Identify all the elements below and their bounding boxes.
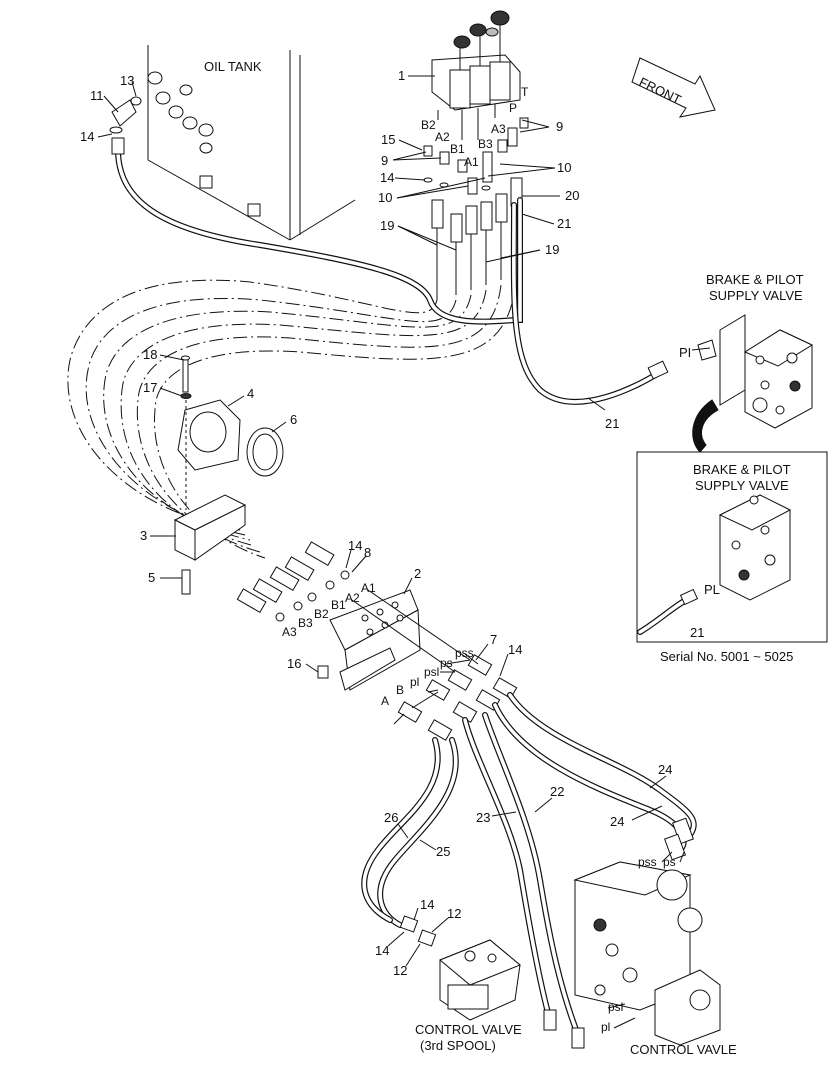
part-number-15: 15 bbox=[381, 132, 395, 147]
port-mid-B1: B1 bbox=[331, 598, 346, 612]
part-number-2: 2 bbox=[414, 566, 421, 581]
part-number-25: 25 bbox=[436, 844, 450, 859]
port-cv-ps: ps bbox=[663, 855, 676, 869]
inset-caption-1: BRAKE & PILOT bbox=[693, 462, 791, 477]
oil-tank-caption: OIL TANK bbox=[204, 59, 262, 74]
part-number-19a: 19 bbox=[380, 218, 394, 233]
plate-fittings bbox=[397, 654, 518, 741]
leader-lines bbox=[97, 75, 711, 1029]
port-pl: pl bbox=[410, 675, 419, 689]
mounting-bracket bbox=[177, 399, 284, 477]
part-number-9a: 9 bbox=[556, 119, 563, 134]
part-number-9b: 9 bbox=[381, 153, 388, 168]
part-number-21a: 21 bbox=[557, 216, 571, 231]
part-number-labels: 1 2 3 4 5 6 7 8 9 9 10 10 11 12 12 13 14… bbox=[80, 68, 672, 978]
port-top-B1: B1 bbox=[450, 142, 465, 156]
block-fittings bbox=[236, 541, 350, 622]
port-pss: pss bbox=[455, 646, 474, 660]
part-number-13: 13 bbox=[120, 73, 134, 88]
dashed-pilot-lines bbox=[67, 279, 517, 559]
part-number-16: 16 bbox=[287, 656, 301, 671]
port-PI: PI bbox=[679, 345, 691, 360]
bolt-18-washer-17 bbox=[180, 355, 192, 510]
part-number-11: 11 bbox=[90, 88, 104, 103]
port-top-P: P bbox=[509, 101, 517, 115]
port-top-A1: A1 bbox=[464, 155, 479, 169]
part-number-20: 20 bbox=[565, 188, 579, 203]
brake-pilot-supply-valve: BRAKE & PILOT SUPPLY VALVE bbox=[706, 272, 814, 429]
part-number-14c: 14 bbox=[348, 538, 362, 553]
part-number-14e: 14 bbox=[420, 897, 434, 912]
part-number-23: 23 bbox=[476, 810, 490, 825]
cv3-caption-1: CONTROL VALVE bbox=[415, 1022, 522, 1037]
port-top-A3: A3 bbox=[491, 122, 506, 136]
port-cv-psl: psl bbox=[608, 1000, 623, 1014]
part-number-14a: 14 bbox=[80, 129, 94, 144]
part-number-4: 4 bbox=[247, 386, 254, 401]
part-number-24a: 24 bbox=[658, 762, 672, 777]
part-number-7: 7 bbox=[490, 632, 497, 647]
port-label-PL: PL bbox=[704, 582, 720, 597]
part-number-21b: 21 bbox=[605, 416, 619, 431]
port-mid-A2: A2 bbox=[345, 591, 360, 605]
inset-pointer-arrow bbox=[692, 399, 719, 453]
part-number-22: 22 bbox=[550, 784, 564, 799]
control-valve-3rd-spool: CONTROL VALVE (3rd SPOOL) bbox=[399, 915, 522, 1053]
part-number-14d: 14 bbox=[508, 642, 522, 657]
part-number-21c: 21 bbox=[690, 625, 704, 640]
port-top-A2: A2 bbox=[435, 130, 450, 144]
port-cv-pss: pss bbox=[638, 855, 657, 869]
brake-valve-caption-2: SUPPLY VALVE bbox=[709, 288, 803, 303]
part-number-19b: 19 bbox=[545, 242, 559, 257]
front-arrow-icon: FRONT bbox=[631, 57, 716, 118]
part-number-12b: 12 bbox=[393, 963, 407, 978]
part-number-5: 5 bbox=[148, 570, 155, 585]
junction-block bbox=[173, 494, 247, 595]
part-number-14f: 14 bbox=[375, 943, 389, 958]
port-ps: ps bbox=[440, 656, 453, 670]
part-number-24b: 24 bbox=[610, 814, 624, 829]
main-control-valve: CONTROL VAVLE bbox=[573, 861, 737, 1057]
part-number-18: 18 bbox=[143, 347, 157, 362]
port-A: A bbox=[381, 694, 389, 708]
part-number-14b: 14 bbox=[380, 170, 394, 185]
tank-return-hose bbox=[109, 96, 523, 325]
port-labels: B2 A2 B1 A1 B3 A3 P T A1 A2 B1 B2 B3 A3 … bbox=[282, 85, 691, 1034]
control-valve-hoses bbox=[361, 692, 697, 1049]
pilot-control-valve bbox=[431, 10, 521, 140]
serial-inset-panel: BRAKE & PILOT SUPPLY VALVE PL 21 Serial … bbox=[636, 451, 828, 664]
part-number-8: 8 bbox=[364, 545, 371, 560]
part-number-6: 6 bbox=[290, 412, 297, 427]
part-number-10b: 10 bbox=[378, 190, 392, 205]
pilot-hose-stubs bbox=[431, 177, 523, 300]
inset-caption-2: SUPPLY VALVE bbox=[695, 478, 789, 493]
cv-caption: CONTROL VAVLE bbox=[630, 1042, 737, 1057]
part-number-26: 26 bbox=[384, 810, 398, 825]
brake-valve-caption-1: BRAKE & PILOT bbox=[706, 272, 804, 287]
port-B: B bbox=[396, 683, 404, 697]
port-top-T: T bbox=[521, 85, 529, 99]
serial-caption: Serial No. 5001 ~ 5025 bbox=[660, 649, 793, 664]
port-top-B2: B2 bbox=[421, 118, 436, 132]
part-number-17: 17 bbox=[143, 380, 157, 395]
oil-tank: OIL TANK bbox=[147, 45, 356, 241]
port-mid-B3: B3 bbox=[298, 616, 313, 630]
port-mid-A3: A3 bbox=[282, 625, 297, 639]
port-cv-pl: pl bbox=[601, 1020, 610, 1034]
cv3-caption-2: (3rd SPOOL) bbox=[420, 1038, 496, 1053]
part-number-3: 3 bbox=[140, 528, 147, 543]
part-number-10a: 10 bbox=[557, 160, 571, 175]
part-number-1: 1 bbox=[398, 68, 405, 83]
port-top-B3: B3 bbox=[478, 137, 493, 151]
port-mid-B2: B2 bbox=[314, 607, 329, 621]
part-number-12a: 12 bbox=[447, 906, 461, 921]
port-mid-A1: A1 bbox=[361, 581, 376, 595]
brake-supply-hose-21 bbox=[510, 202, 717, 405]
port-psl: psl bbox=[424, 665, 439, 679]
